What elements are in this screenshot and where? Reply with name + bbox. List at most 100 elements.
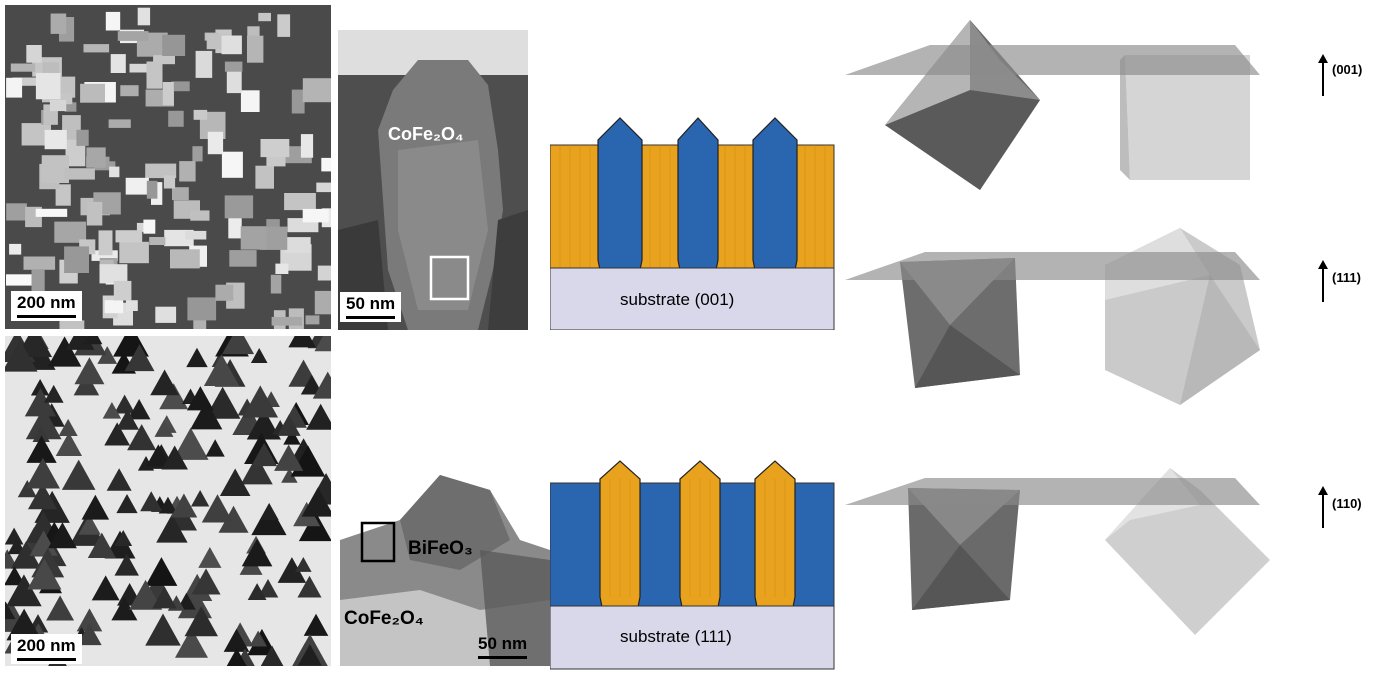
triangle-particle [250,348,268,363]
cube-particle [86,201,103,226]
substrate-label-bottom: substrate (111) [620,627,732,646]
triangle-particle [246,408,281,440]
cube-particle [109,166,120,178]
triangle-particle [26,435,57,463]
triangle-particle [27,558,62,590]
cube-particle [119,241,149,264]
cube-particle [54,221,87,243]
scale-bar-label: 200 nm [17,293,76,312]
triangle-particle [219,468,251,496]
cube-particle [228,216,242,239]
triangle-particle [190,490,210,507]
cube-particle [145,163,177,179]
cube-particle [125,177,149,195]
cube-particle [259,226,288,250]
cube-particle [305,315,320,325]
cube-particle-texture [6,7,331,329]
cube-particle [117,31,149,41]
cube-particle [226,69,242,94]
arrow-up-icon [1318,486,1328,528]
triangle-particle [314,336,331,352]
triangle-particle [198,547,222,568]
cube-particle [41,155,69,183]
plane-111 [845,252,1260,280]
triangle-particle [10,541,42,569]
cube-particle [277,14,291,37]
triangle-particle [77,623,102,646]
triangle-particle [58,418,78,437]
cube-particle [284,193,316,211]
triangle-particle [127,398,151,420]
triangle-particle [25,407,62,440]
cube-particle [98,230,113,256]
tem-image-top-mid: CoFe₂O₄ 50 nm [338,30,528,330]
triangle-particle [186,386,214,411]
triangle-particle [106,468,132,491]
triangle-particle [298,511,331,542]
triangle-particle [104,422,131,446]
triangle-particle [116,409,140,430]
scale-bar-label: 50 nm [478,634,528,653]
triangle-particle [201,494,234,523]
triangle-particle [303,613,329,636]
scale-bar-label: 200 nm [17,636,76,655]
cube-particle [240,90,260,112]
cube-particle [162,82,174,106]
pillar-top-1 [597,117,643,271]
cube-particle [80,83,105,103]
orientation-label-110: (110) [1332,496,1362,511]
triangle-particle [114,394,136,414]
cube-particle [162,34,186,56]
bifeo3-cross-section [340,475,550,666]
cube-particle [258,12,271,22]
plane-001 [845,45,1260,75]
cube-particle [6,274,36,286]
cofe2o4-label-top: CoFe₂O₄ [388,124,464,144]
triangle-particle [127,424,157,451]
cube-particle [185,230,207,240]
pillar-top-3 [752,117,798,271]
cube-particle [302,208,329,223]
triangle-particle [91,575,120,601]
triangle-particle [97,346,118,364]
triangle-particle [140,491,163,512]
triangle-particle [288,336,316,348]
cube-particle [10,63,36,72]
cube-particle [224,195,254,219]
triangle-particle [17,480,37,498]
scale-bar-bottom-mid: 50 nm [472,632,533,662]
cube-particle [86,147,106,168]
triangle-particle [274,444,304,471]
triangle-particle [186,347,208,368]
cube-particle [195,50,213,78]
triangle-particle [170,493,198,518]
cube-particle [120,85,139,97]
triangle-particle [161,445,188,470]
substrate-label-top: substrate (001) [620,290,735,309]
tem-image-bottom-mid: BiFeO₃ CoFe₂O₄ 50 nm [340,470,550,666]
triangle-particle [191,568,221,595]
substrate-bottom [550,605,835,670]
cube-particle [35,72,61,100]
cube-particle [229,250,257,267]
cube-particle [187,297,217,321]
cube-particle [58,93,73,105]
triangle-particle [30,378,50,396]
triangle-particle [111,596,138,621]
cube-particle [255,165,274,189]
cube-particle [207,131,224,155]
triangle-particle [24,388,57,417]
triangle-particle [297,644,322,666]
cube-particle [76,129,89,146]
cube-particle [31,269,45,297]
triangle-particle [47,336,82,367]
cube-particle [153,55,175,65]
cube-particle [44,129,67,150]
triangle-particle [154,419,174,437]
cube-particle [115,230,143,243]
cube-particle [302,78,331,103]
triangle-particle [32,426,50,442]
cube-particle [104,300,124,314]
triangle-particle [251,442,278,467]
triangle-particle [5,339,38,372]
